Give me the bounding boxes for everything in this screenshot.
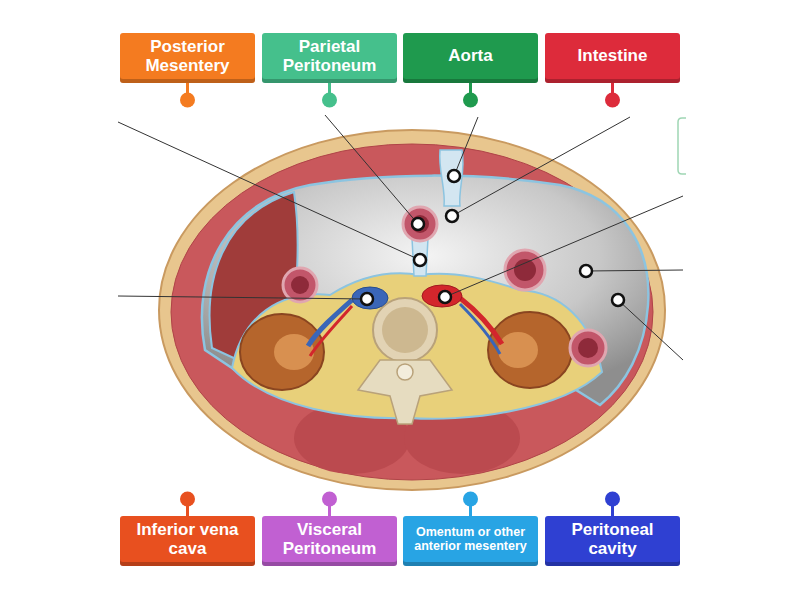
hotspot xyxy=(612,294,624,306)
pin-head xyxy=(605,492,620,507)
label-pin xyxy=(605,492,620,517)
leader-line xyxy=(118,122,420,260)
label-box: Aorta xyxy=(403,33,538,83)
renal-artery xyxy=(310,306,352,356)
intestine-loop xyxy=(570,330,606,366)
omentum xyxy=(440,150,463,206)
renal-vein xyxy=(308,300,352,346)
label-box: Intestine xyxy=(545,33,680,83)
leader-line xyxy=(325,115,418,224)
label-text: Inferior vena cava xyxy=(125,520,250,558)
intestine-loop xyxy=(505,250,545,290)
label-box: Posterior Mesentery xyxy=(120,33,255,83)
leader-line xyxy=(586,270,683,271)
hotspot xyxy=(448,170,460,182)
intestine-lumen xyxy=(514,259,536,281)
label-pin xyxy=(322,83,337,108)
label-pin xyxy=(463,492,478,517)
hotspot xyxy=(414,254,426,266)
leader-line xyxy=(454,117,478,176)
label-text: Omentum or other anterior mesentery xyxy=(408,525,533,553)
leader-line xyxy=(118,296,367,299)
intestine-lumen xyxy=(291,276,309,294)
pin-head xyxy=(463,492,478,507)
muscle-layer xyxy=(171,144,653,480)
intestine-loop xyxy=(283,268,317,302)
label-box: Inferior vena cava xyxy=(120,516,255,566)
leader-line xyxy=(618,300,683,360)
spinal-canal xyxy=(397,364,413,380)
renal-artery xyxy=(460,298,502,344)
kidney-medulla xyxy=(274,334,314,370)
vertebral-body xyxy=(373,298,437,362)
label-text: Visceral Peritoneum xyxy=(267,520,392,558)
label-box: Peritoneal cavity xyxy=(545,516,680,566)
intestine-lumen xyxy=(578,338,598,358)
hotspot xyxy=(580,265,592,277)
leader-line xyxy=(452,117,630,216)
leader-line xyxy=(445,196,683,297)
aorta-vessel xyxy=(422,285,462,307)
label-text: Parietal Peritoneum xyxy=(267,37,392,75)
pin-head xyxy=(180,93,195,108)
label-text: Posterior Mesentery xyxy=(125,37,250,75)
kidney xyxy=(488,312,572,388)
pin-head xyxy=(605,93,620,108)
pin-head xyxy=(463,93,478,108)
renal-vein xyxy=(460,304,500,354)
vertebral-core xyxy=(382,307,428,353)
label-pin xyxy=(180,83,195,108)
kidney-medulla xyxy=(498,332,538,368)
cut-off-box xyxy=(678,118,686,174)
label-pin xyxy=(322,492,337,517)
intestine-lumen xyxy=(411,215,429,233)
mesentery xyxy=(412,238,428,276)
label-box: Visceral Peritoneum xyxy=(262,516,397,566)
label-text: Aorta xyxy=(448,46,492,65)
pin-head xyxy=(180,492,195,507)
pin-head xyxy=(322,492,337,507)
label-box: Parietal Peritoneum xyxy=(262,33,397,83)
hotspot xyxy=(412,218,424,230)
vena-cava-vessel xyxy=(352,287,388,309)
label-text: Peritoneal cavity xyxy=(550,520,675,558)
label-pin xyxy=(180,492,195,517)
label-box: Omentum or other anterior mesentery xyxy=(403,516,538,566)
label-pin xyxy=(463,83,478,108)
label-text: Intestine xyxy=(578,46,648,65)
hotspot xyxy=(446,210,458,222)
hotspot xyxy=(439,291,451,303)
vertebral-arch xyxy=(358,360,452,424)
label-pin xyxy=(605,83,620,108)
skin-layer xyxy=(159,130,665,490)
pin-head xyxy=(322,93,337,108)
hotspot xyxy=(361,293,373,305)
